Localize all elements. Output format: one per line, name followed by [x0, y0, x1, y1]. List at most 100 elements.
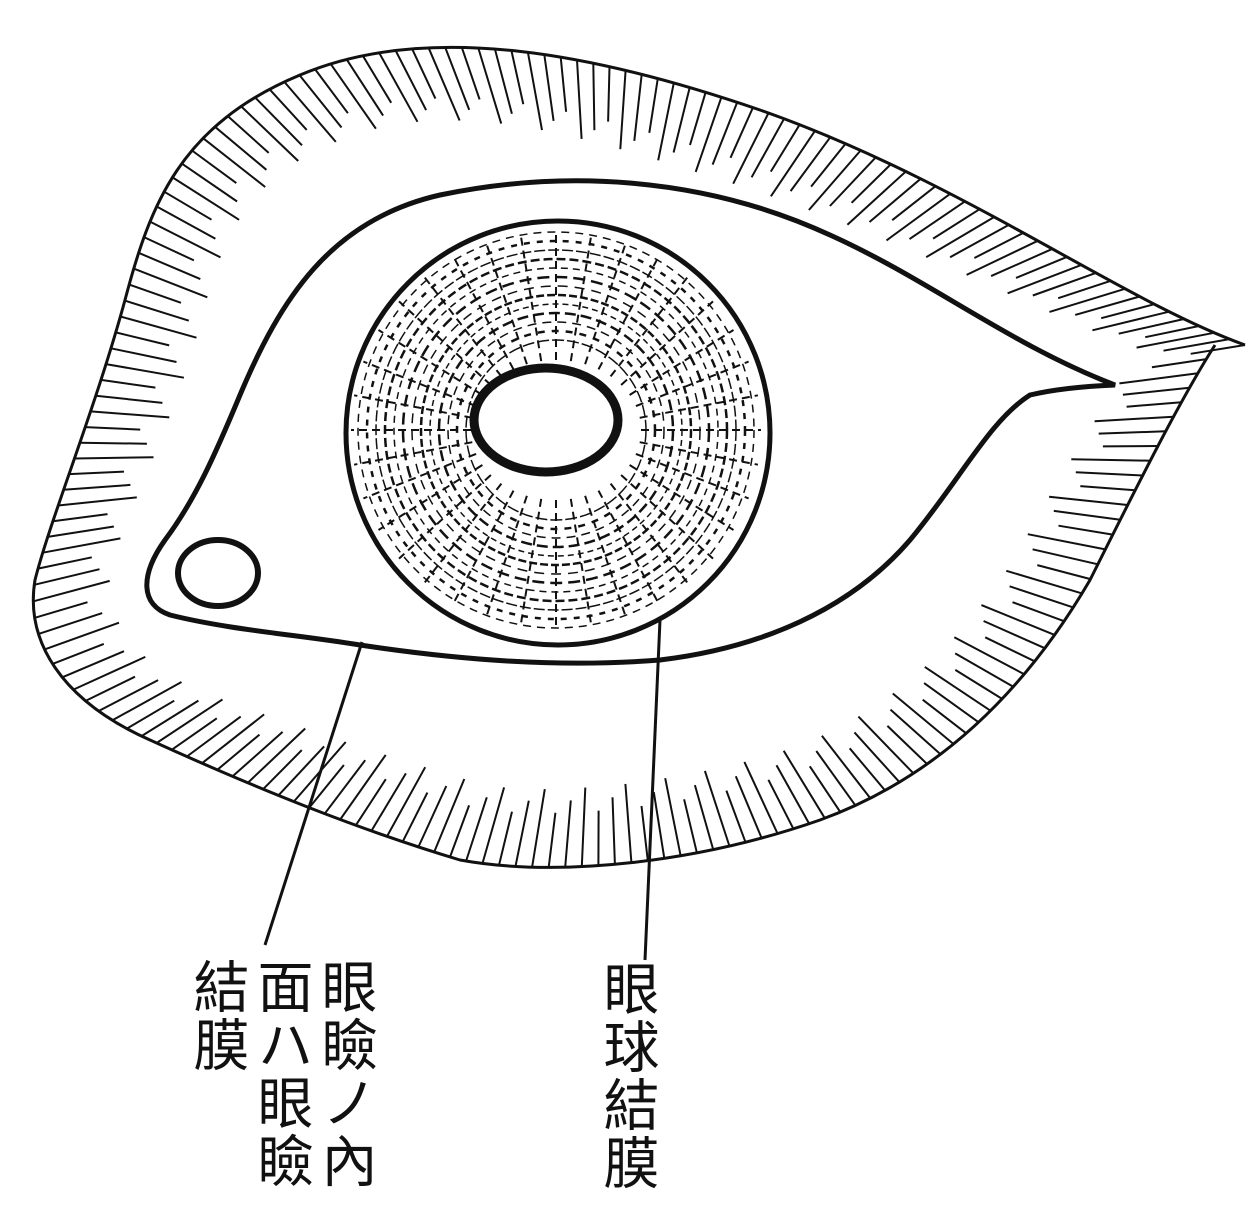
hatch-stroke [1123, 388, 1190, 395]
hatch-stroke [69, 472, 124, 475]
hatch-stroke [608, 67, 609, 122]
hatch-stroke [923, 700, 967, 734]
hatch-stroke [495, 49, 512, 114]
hatch-stroke [528, 52, 542, 130]
hatch-stroke [45, 623, 119, 650]
hatch-stroke [379, 53, 417, 122]
label-bulbar-conjunctiva: 眼球結膜 [598, 960, 654, 1192]
hatch-stroke [1033, 273, 1096, 296]
hatch-stroke [726, 791, 745, 843]
hatch-stroke [1099, 431, 1166, 433]
hatch-stroke [1145, 326, 1199, 337]
hatch-stroke [64, 485, 131, 490]
hatch-stroke [1101, 304, 1154, 318]
hatch-stroke [891, 710, 941, 755]
hatch-stroke [561, 57, 566, 112]
hatch-stroke [58, 497, 137, 505]
hatch-stroke [654, 792, 665, 858]
hatch-stroke [106, 364, 184, 378]
hatch-stroke [101, 380, 155, 388]
hatch-stroke [925, 667, 991, 711]
hatch-stroke [347, 59, 383, 115]
hatch-stroke [544, 55, 553, 121]
hatch-stroke [791, 137, 831, 191]
hatch-stroke [75, 457, 154, 458]
hatch-stroke [270, 89, 307, 130]
hatch-stroke [744, 762, 777, 834]
pupil [474, 368, 618, 472]
hatch-stroke [642, 806, 648, 861]
hatch-stroke [549, 813, 556, 868]
hatch-stroke [157, 207, 216, 239]
hatch-stroke [1049, 497, 1128, 505]
hatch-stroke [955, 670, 1002, 699]
hatch-stroke [48, 527, 114, 537]
hatch-stroke [53, 514, 108, 521]
hatch-stroke [233, 732, 283, 777]
hatch-stroke [733, 113, 768, 184]
hatch-stroke [228, 116, 269, 153]
hatch-stroke [582, 788, 586, 867]
hatch-stroke [34, 569, 99, 585]
hatch-stroke [1028, 534, 1106, 549]
hatch-stroke [129, 285, 181, 303]
hatch-stroke [870, 179, 921, 222]
hatch-stroke [771, 125, 800, 172]
hatch-stroke [991, 249, 1052, 276]
hatch-stroke [850, 748, 885, 790]
hatch-stroke [892, 186, 935, 220]
hatch-stroke [1127, 402, 1182, 407]
hatch-stroke [1013, 602, 1065, 621]
hatch-stroke [933, 209, 980, 238]
hatch-stroke [99, 680, 158, 711]
hatch-stroke [613, 797, 615, 864]
hatch-stroke [516, 801, 529, 867]
hatch-stroke [1050, 289, 1126, 312]
hatch-stroke [810, 766, 841, 812]
label-palpebral-col-3: 結膜 [188, 958, 244, 1074]
hatch-stroke [981, 605, 1054, 635]
hatch-stroke [634, 74, 641, 141]
hatch-stroke [954, 637, 1024, 674]
hatch-stroke [35, 602, 88, 618]
hatch-stroke [1008, 265, 1082, 293]
hatch-stroke [116, 332, 170, 345]
hatch-stroke [1080, 486, 1135, 490]
hatch-stroke [39, 613, 103, 634]
hatch-stroke [80, 443, 147, 444]
hatch-stroke [593, 63, 594, 130]
hatch-stroke [1016, 257, 1067, 278]
hatch-stroke [830, 157, 876, 206]
hatch-stroke [331, 64, 376, 129]
hatch-stroke [887, 726, 927, 764]
hatch-stroke [73, 657, 145, 690]
hatch-stroke [1037, 565, 1090, 579]
hatch-stroke [511, 51, 523, 105]
hatch-stroke [192, 151, 236, 184]
hatch-stroke [450, 805, 469, 857]
hatch-stroke [434, 779, 464, 852]
hatch-stroke [974, 233, 1023, 258]
hatch-stroke [777, 765, 810, 824]
hatch-stroke [62, 651, 124, 677]
hatch-stroke [1071, 459, 1150, 461]
hatch-stroke [499, 812, 512, 865]
hatch-stroke [1033, 549, 1098, 564]
hatch-stroke [855, 732, 900, 782]
hatch-stroke [315, 69, 348, 113]
hatch-stroke [950, 225, 1009, 257]
hatch-stroke [142, 701, 199, 737]
hatch-stroke [695, 785, 713, 849]
hatch-stroke [387, 767, 425, 836]
hatch-stroke [1095, 417, 1174, 422]
hatch-stroke [967, 241, 1038, 275]
hatch-stroke [217, 735, 259, 770]
hatch-stroke [625, 784, 631, 863]
hatch-stroke [811, 144, 845, 187]
hatch-stroke [1059, 526, 1113, 535]
hatch-stroke [43, 538, 121, 552]
hatch-stroke [187, 717, 241, 757]
hatch-stroke [85, 427, 140, 430]
hatch-stroke [1075, 297, 1140, 315]
hatch-stroke [96, 396, 163, 403]
